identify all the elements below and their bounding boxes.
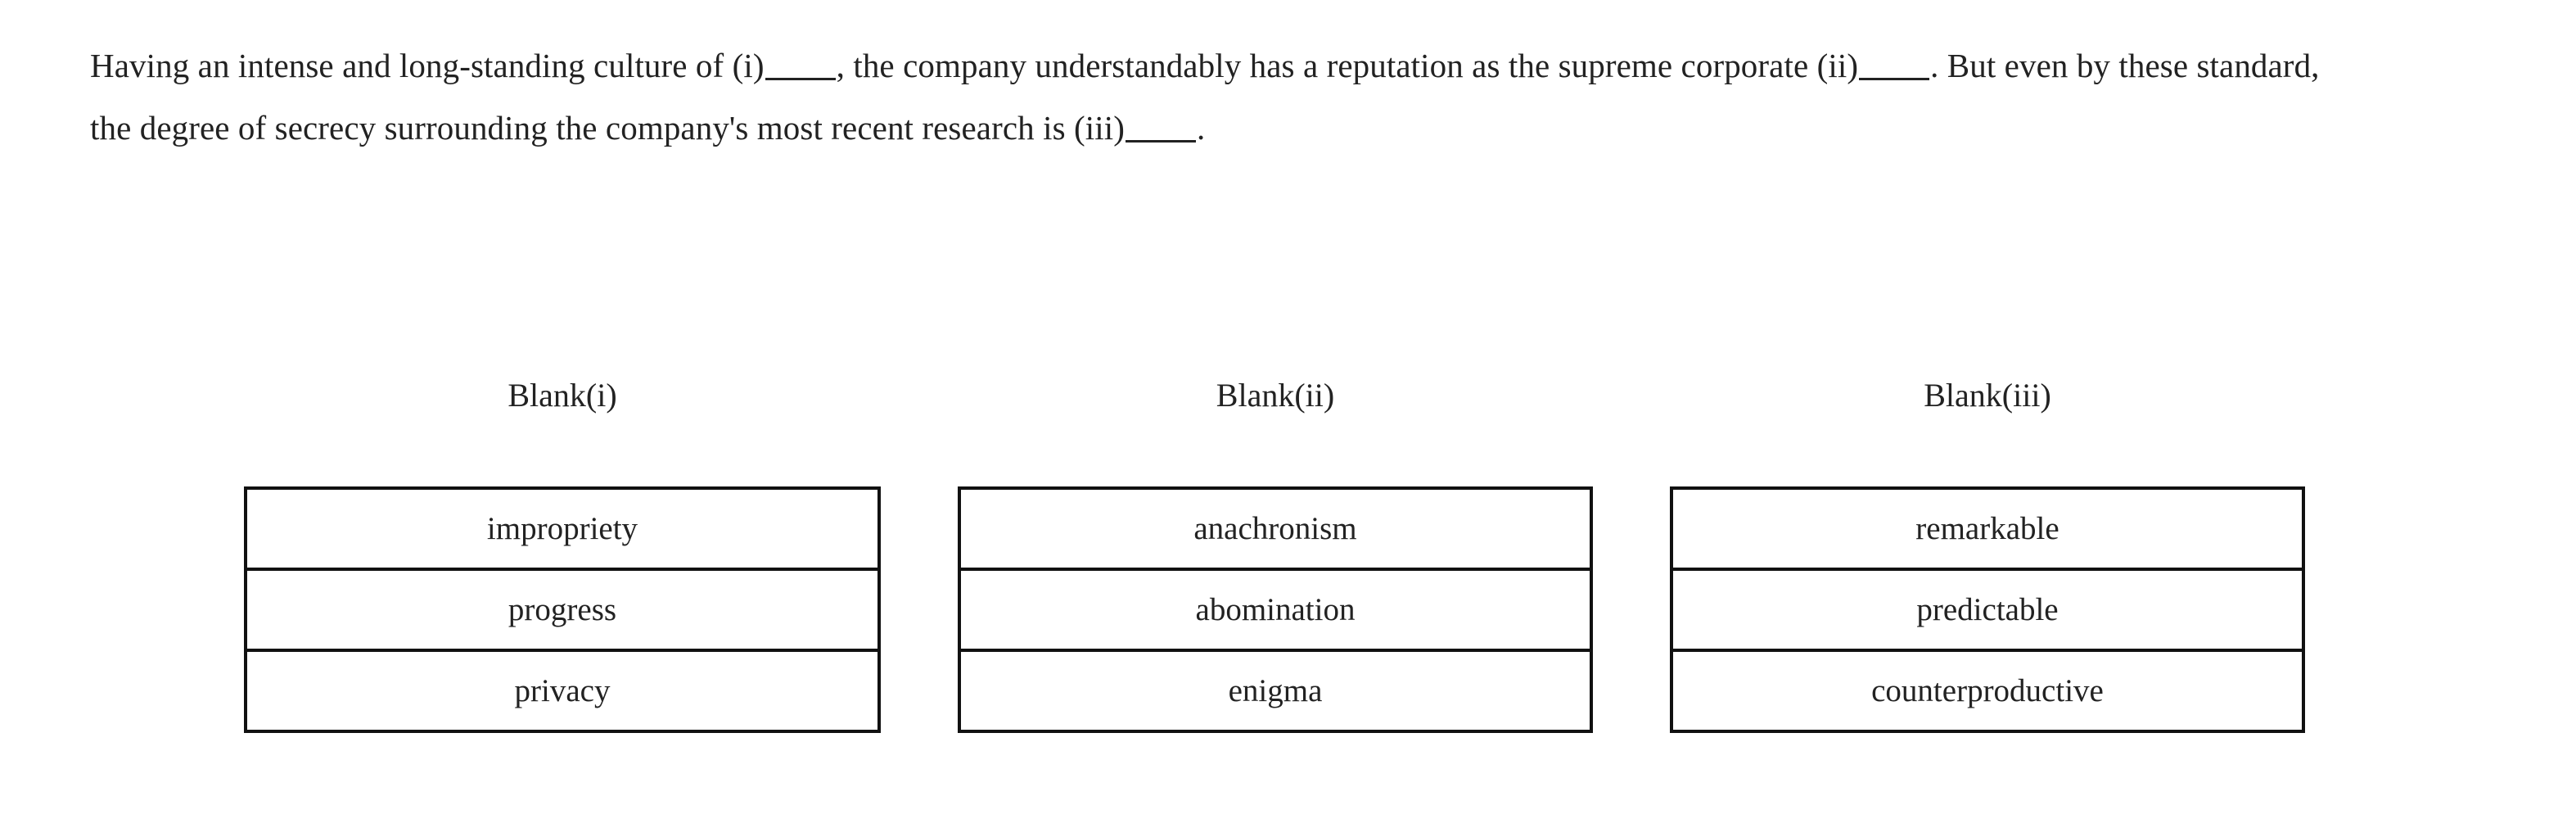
option-blank-iii-3[interactable]: counterproductive [1671,649,2303,731]
options-table-blank-iii: remarkable predictable counterproductive [1670,486,2305,733]
option-blank-iii-2[interactable]: predictable [1671,568,2303,652]
option-blank-i-1[interactable]: impropriety [246,488,879,571]
options-table-blank-i: impropriety progress privacy [244,486,881,733]
option-blank-ii-3[interactable]: enigma [959,649,1591,731]
table-row: progress [246,568,879,652]
option-blank-ii-1[interactable]: anachronism [959,488,1591,571]
option-blank-i-2[interactable]: progress [246,568,879,652]
option-blank-ii-2[interactable]: abomination [959,568,1591,652]
question-stem: Having an intense and long-standing cult… [90,34,2349,159]
choice-column-blank-iii: Blank(iii) remarkable predictable counte… [1670,373,2305,733]
table-row: impropriety [246,488,879,571]
table-row: enigma [959,649,1591,731]
blank-i-rule [765,78,836,80]
option-blank-iii-1[interactable]: remarkable [1671,488,2303,571]
table-row: counterproductive [1671,649,2303,731]
column-header-blank-ii: Blank(ii) [1216,377,1335,414]
choice-column-blank-ii: Blank(ii) anachronism abomination enigma [958,373,1593,733]
option-blank-i-3[interactable]: privacy [246,649,879,731]
options-table-blank-ii: anachronism abomination enigma [958,486,1593,733]
stem-text-3: . But even by these standard, the degree… [90,47,2320,147]
stem-text-2: , the company understandably has a reput… [836,47,1859,84]
table-row: remarkable [1671,488,2303,571]
table-row: predictable [1671,568,2303,652]
choice-column-blank-i: Blank(i) impropriety progress privacy [244,373,881,733]
stem-text-4: . [1196,109,1206,147]
table-row: privacy [246,649,879,731]
column-header-blank-iii: Blank(iii) [1924,377,2051,414]
stem-text-1: Having an intense and long-standing cult… [90,47,765,84]
table-row: abomination [959,568,1591,652]
column-header-blank-i: Blank(i) [508,377,617,414]
blank-iii-rule [1125,140,1196,143]
blank-ii-rule [1859,78,1930,80]
table-row: anachronism [959,488,1591,571]
